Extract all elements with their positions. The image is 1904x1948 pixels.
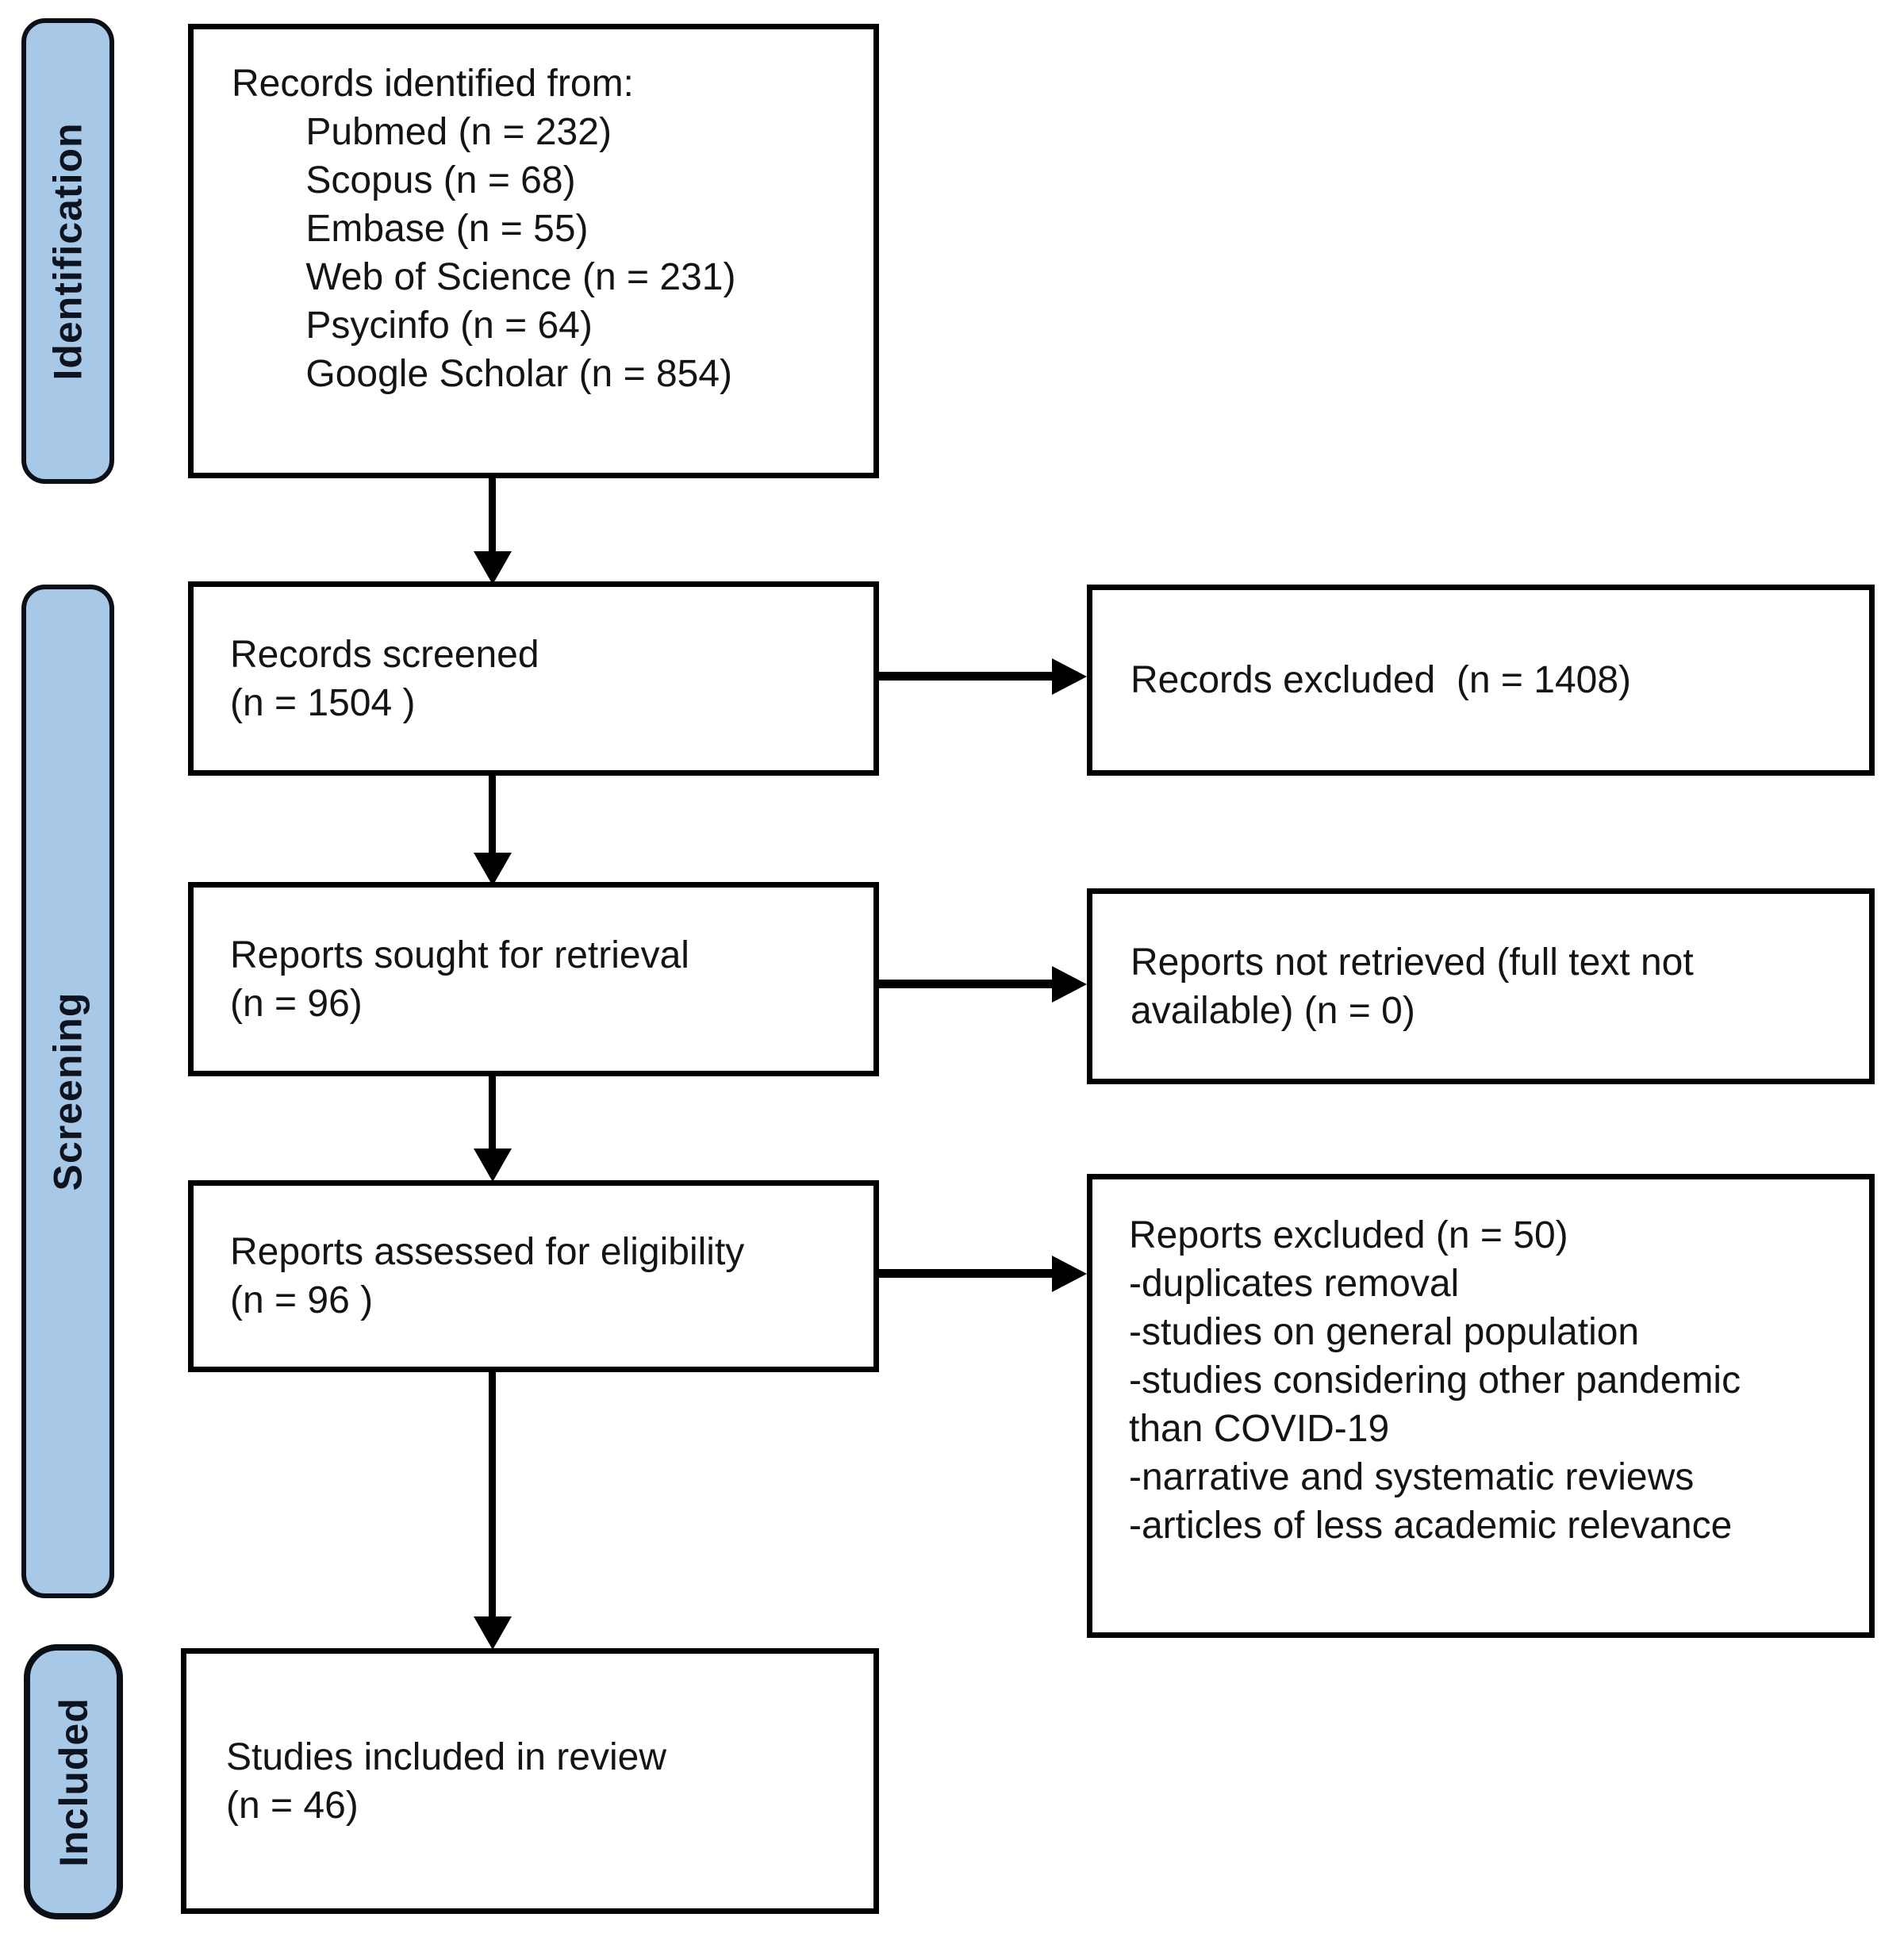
stage-label-identification: Identification — [45, 121, 90, 381]
reports-not-retrieved-text: Reports not retrieved (full text not ava… — [1130, 941, 1694, 1032]
box-reports-assessed: Reports assessed for eligibility (n = 96… — [188, 1180, 879, 1372]
records-screened-text: Records screened (n = 1504 ) — [230, 633, 539, 724]
records-excluded-text: Records excluded (n = 1408) — [1130, 659, 1632, 701]
down-arrow-icon — [489, 773, 496, 853]
stage-label-screening: Screening — [45, 991, 90, 1191]
down-arrow-icon — [489, 1372, 496, 1616]
right-arrow-icon — [879, 672, 1052, 681]
stage-bar-identification: Identification — [21, 18, 114, 484]
box-records-screened: Records screened (n = 1504 ) — [188, 581, 879, 776]
box-reports-excluded: Reports excluded (n = 50) -duplicates re… — [1087, 1174, 1875, 1638]
records-identified-text: Records identified from: Pubmed (n = 232… — [232, 63, 736, 395]
reports-excluded-text: Reports excluded (n = 50) -duplicates re… — [1129, 1214, 1741, 1547]
box-records-identified: Records identified from: Pubmed (n = 232… — [188, 24, 879, 478]
right-arrow-icon — [879, 1269, 1052, 1278]
box-records-excluded: Records excluded (n = 1408) — [1087, 585, 1875, 776]
stage-label-included: Included — [51, 1697, 96, 1867]
stage-bar-screening: Screening — [21, 585, 114, 1598]
reports-sought-text: Reports sought for retrieval (n = 96) — [230, 934, 689, 1025]
reports-assessed-text: Reports assessed for eligibility (n = 96… — [230, 1231, 745, 1321]
stage-bar-included: Included — [24, 1644, 123, 1919]
studies-included-text: Studies included in review (n = 46) — [226, 1735, 666, 1827]
box-reports-not-retrieved: Reports not retrieved (full text not ava… — [1087, 888, 1875, 1084]
right-arrow-icon — [879, 980, 1052, 988]
box-studies-included: Studies included in review (n = 46) — [181, 1648, 879, 1914]
box-reports-sought: Reports sought for retrieval (n = 96) — [188, 882, 879, 1076]
down-arrow-icon — [489, 1074, 496, 1148]
down-arrow-icon — [489, 476, 496, 551]
